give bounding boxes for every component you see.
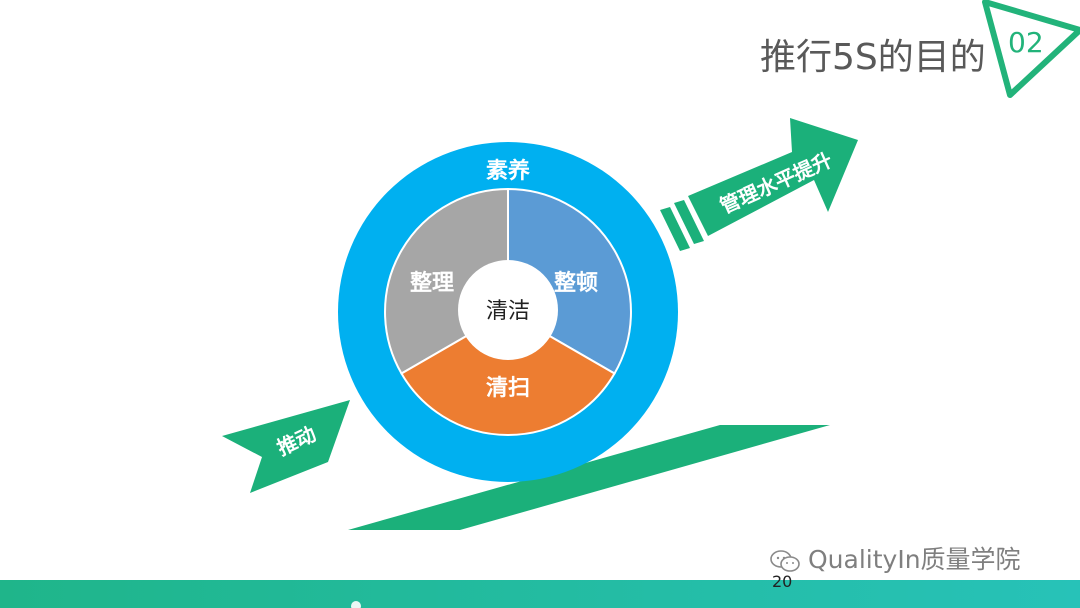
section-number: 02 (1008, 26, 1044, 59)
section-badge-triangle (982, 0, 1080, 98)
watermark: QualityIn质量学院 (770, 540, 1021, 576)
push-arrow (222, 400, 350, 493)
segment-label-sorting: 整理 (410, 270, 454, 296)
footer-band (0, 580, 1080, 608)
ramp-shape (348, 425, 830, 530)
footer-dot (351, 601, 361, 608)
center-label: 清洁 (486, 299, 530, 324)
watermark-text: QualityIn质量学院 (808, 545, 1021, 574)
segment-label-setting-in-order: 整顿 (554, 270, 598, 296)
page-number: 20 (772, 572, 793, 591)
segment-label-shining: 清扫 (486, 375, 530, 401)
segment-shining (400, 310, 616, 436)
rise-arrow (660, 118, 858, 251)
wechat-icon (770, 550, 800, 572)
center-circle (458, 260, 558, 360)
outer-ring-label: 素养 (486, 158, 530, 184)
slide-title: 推行5S的目的 (760, 37, 986, 78)
